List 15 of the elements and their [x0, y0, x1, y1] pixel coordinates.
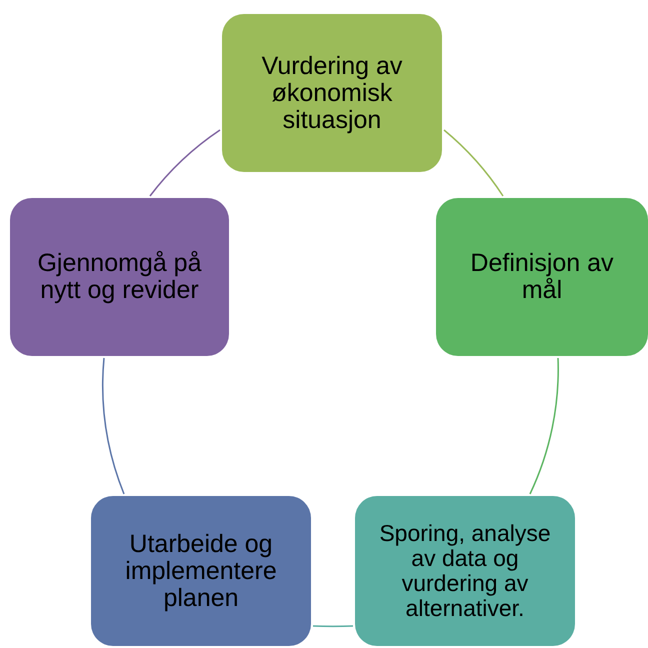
connector-arc — [312, 625, 354, 628]
connector-arc — [444, 129, 504, 196]
process-box — [91, 496, 311, 646]
step-text: Gjennomgå på nytt og revider — [36, 250, 202, 304]
connector-arc — [529, 358, 559, 494]
process-box — [222, 14, 442, 172]
step-text: Definisjon av mål — [469, 250, 615, 304]
process-box — [436, 198, 648, 356]
step-text: Vurdering av økonomisk situasjon — [260, 52, 404, 134]
connector-arc — [149, 129, 220, 196]
connector-arc — [102, 358, 125, 494]
process-box — [355, 496, 575, 646]
step-text: Sporing, analyse av data og vurdering av alternativer. — [378, 521, 552, 621]
step-text: Utarbeide og implementere planen — [124, 530, 278, 612]
process-box — [10, 198, 229, 356]
